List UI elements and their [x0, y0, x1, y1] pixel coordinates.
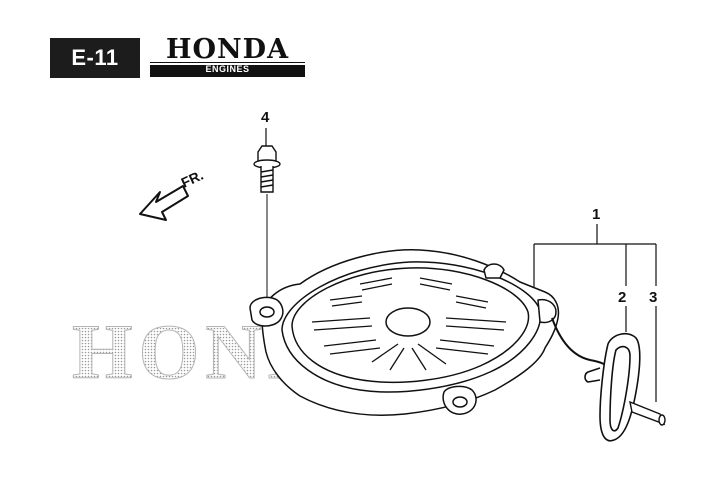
section-code-badge: E-11 — [50, 38, 140, 78]
callout-3-label: 3 — [649, 289, 657, 306]
vent-slots — [311, 277, 507, 371]
direction-label: FR. — [179, 167, 206, 191]
callout-1-group: 1 — [533, 206, 657, 300]
brand-sub: ENGINES — [205, 64, 250, 74]
arrow-shape — [139, 185, 189, 221]
brand-bar — [150, 63, 305, 77]
callout-4-group: 4 — [261, 109, 270, 146]
callout-4-label: 4 — [261, 109, 270, 126]
recoil-starter-part — [249, 249, 560, 416]
callout-1-label: 1 — [592, 206, 600, 223]
callout-2-group: 2 — [618, 289, 627, 332]
callout-3-group: 3 — [649, 289, 657, 402]
flange-bolt-part — [253, 145, 281, 310]
grip-rope-end — [584, 367, 601, 383]
rope-guide — [537, 298, 557, 324]
rope-pin-part — [629, 400, 666, 426]
honda-engines-logo: HONDA ENGINES — [150, 36, 305, 78]
brand-name: HONDA — [165, 34, 290, 65]
mount-tab-top — [483, 263, 505, 279]
grip-inner — [609, 345, 631, 432]
callout-2-label: 2 — [618, 289, 626, 306]
center-hub — [385, 307, 431, 337]
front-direction-arrow: FR. — [139, 167, 206, 221]
starter-grip-part — [584, 332, 641, 442]
